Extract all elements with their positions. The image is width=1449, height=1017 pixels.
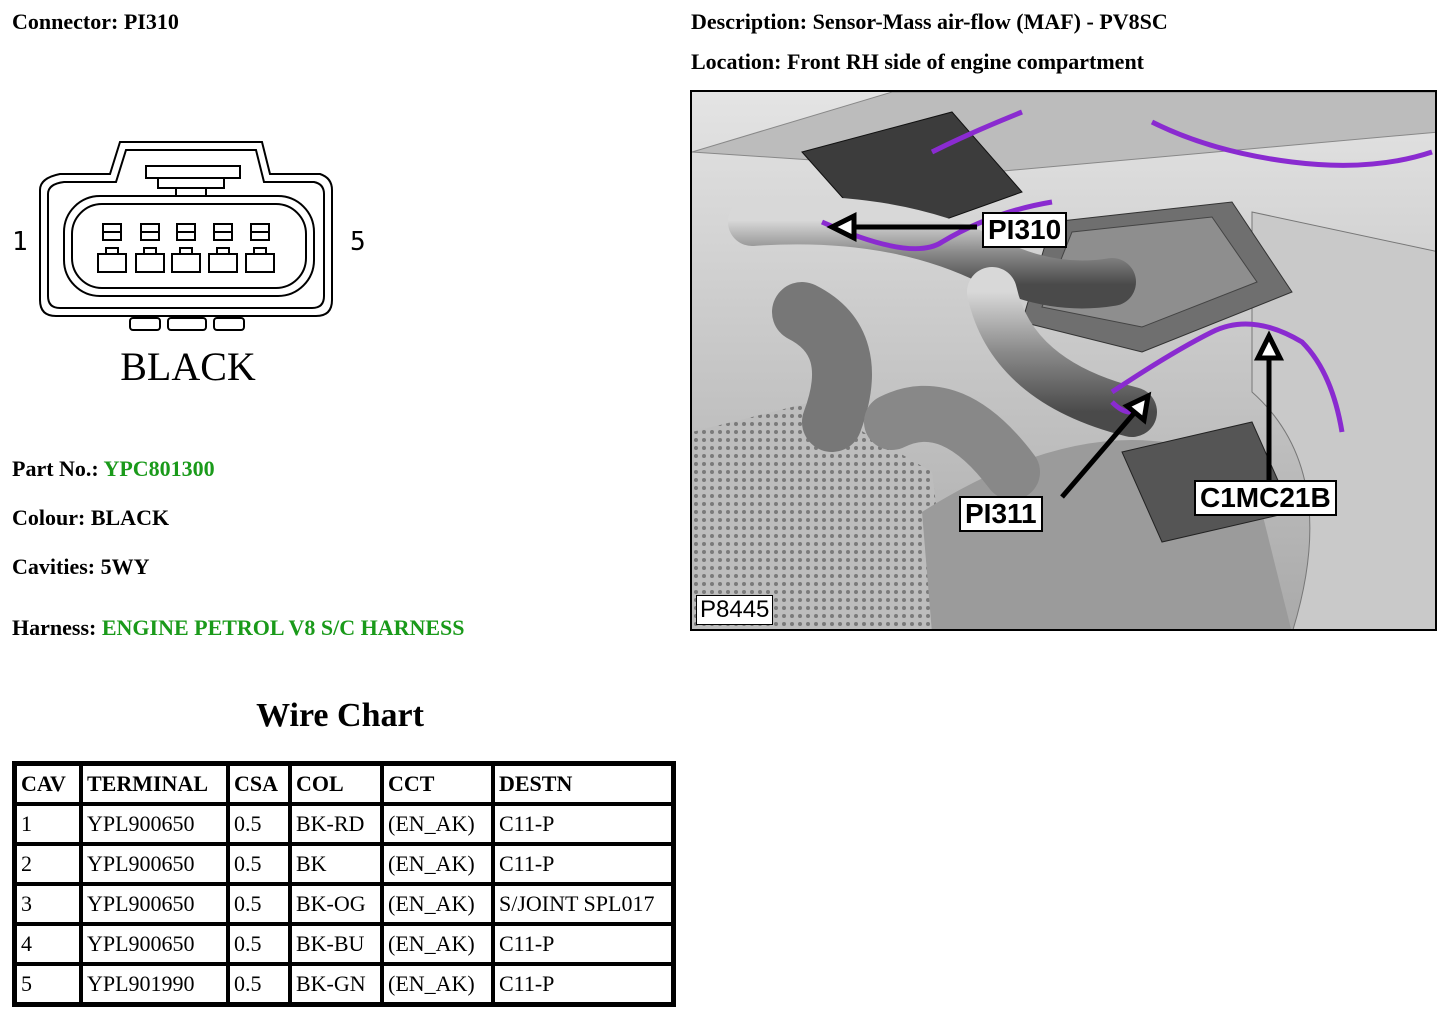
table-row: 4 YPL900650 0.5 BK-BU (EN_AK) C11-P [15, 924, 673, 964]
location-heading: Location: Front RH side of engine compar… [691, 49, 1144, 75]
cell-cav: 4 [15, 924, 81, 964]
cell-terminal: YPL900650 [81, 844, 228, 884]
connector-label: Connector: [12, 9, 119, 34]
location-label: Location: [691, 49, 782, 74]
cavities-value: 5WY [100, 554, 150, 579]
col-destn-header: DESTN [493, 764, 673, 804]
description-value: Sensor-Mass air-flow (MAF) - PV8SC [812, 9, 1168, 34]
harness-row: Harness: ENGINE PETROL V8 S/C HARNESS [12, 615, 465, 641]
wire-chart-title: Wire Chart [256, 697, 424, 734]
connector-colour-caption: BLACK [120, 344, 256, 389]
connector-heading: Connector: PI310 [12, 9, 179, 35]
engine-bay-illustration [692, 92, 1435, 629]
cell-cct: (EN_AK) [382, 804, 493, 844]
col-cct-header: CCT [382, 764, 493, 804]
callout-c1mc21b: C1MC21B [1194, 480, 1337, 516]
part-number-label: Part No.: [12, 456, 99, 481]
cell-destn: S/JOINT SPL017 [493, 884, 673, 924]
colour-row: Colour: BLACK [12, 505, 169, 531]
table-header-row: CAV TERMINAL CSA COL CCT DESTN [15, 764, 673, 804]
pin-1-label: 1 [12, 227, 28, 257]
connector-face-diagram: 1 5 BLACK [12, 141, 366, 389]
col-cav-header: CAV [15, 764, 81, 804]
location-photo: PI310 PI311 C1MC21B P8445 [690, 90, 1437, 631]
cell-destn: C11-P [493, 804, 673, 844]
cell-col: BK-BU [290, 924, 382, 964]
cell-cct: (EN_AK) [382, 844, 493, 884]
description-label: Description: [691, 9, 808, 34]
colour-label: Colour: [12, 505, 86, 530]
cell-csa: 0.5 [228, 924, 290, 964]
cell-col: BK-RD [290, 804, 382, 844]
cavities-label: Cavities: [12, 554, 96, 579]
part-number-row: Part No.: YPC801300 [12, 456, 215, 482]
table-row: 1 YPL900650 0.5 BK-RD (EN_AK) C11-P [15, 804, 673, 844]
cell-terminal: YPL900650 [81, 924, 228, 964]
cell-terminal: YPL900650 [81, 804, 228, 844]
cell-csa: 0.5 [228, 964, 290, 1004]
col-csa-header: CSA [228, 764, 290, 804]
cell-cct: (EN_AK) [382, 884, 493, 924]
col-col-header: COL [290, 764, 382, 804]
callout-pi310: PI310 [982, 212, 1068, 248]
harness-label: Harness: [12, 615, 97, 640]
callout-pi311: PI311 [959, 496, 1043, 532]
table-row: 5 YPL901990 0.5 BK-GN (EN_AK) C11-P [15, 964, 673, 1004]
harness-link[interactable]: ENGINE PETROL V8 S/C HARNESS [101, 615, 465, 640]
pin-5-label: 5 [350, 227, 366, 257]
cell-destn: C11-P [493, 844, 673, 884]
cell-cav: 3 [15, 884, 81, 924]
colour-value: BLACK [90, 505, 170, 530]
cell-cav: 2 [15, 844, 81, 884]
cell-destn: C11-P [493, 964, 673, 1004]
cell-cct: (EN_AK) [382, 964, 493, 1004]
cell-cav: 5 [15, 964, 81, 1004]
col-terminal-header: TERMINAL [81, 764, 228, 804]
cell-csa: 0.5 [228, 884, 290, 924]
part-number-link[interactable]: YPC801300 [103, 456, 215, 481]
cell-col: BK [290, 844, 382, 884]
cell-cct: (EN_AK) [382, 924, 493, 964]
cell-csa: 0.5 [228, 844, 290, 884]
connector-value: PI310 [123, 9, 179, 34]
cell-terminal: YPL900650 [81, 884, 228, 924]
cavities-row: Cavities: 5WY [12, 554, 149, 580]
description-heading: Description: Sensor-Mass air-flow (MAF) … [691, 9, 1168, 35]
cell-destn: C11-P [493, 924, 673, 964]
cell-csa: 0.5 [228, 804, 290, 844]
location-value: Front RH side of engine compartment [786, 49, 1145, 74]
table-row: 3 YPL900650 0.5 BK-OG (EN_AK) S/JOINT SP… [15, 884, 673, 924]
cell-col: BK-OG [290, 884, 382, 924]
cell-cav: 1 [15, 804, 81, 844]
cell-terminal: YPL901990 [81, 964, 228, 1004]
photo-reference-tag: P8445 [696, 595, 774, 625]
wire-chart-table: CAV TERMINAL CSA COL CCT DESTN 1 YPL9006… [12, 761, 676, 1007]
table-row: 2 YPL900650 0.5 BK (EN_AK) C11-P [15, 844, 673, 884]
cell-col: BK-GN [290, 964, 382, 1004]
